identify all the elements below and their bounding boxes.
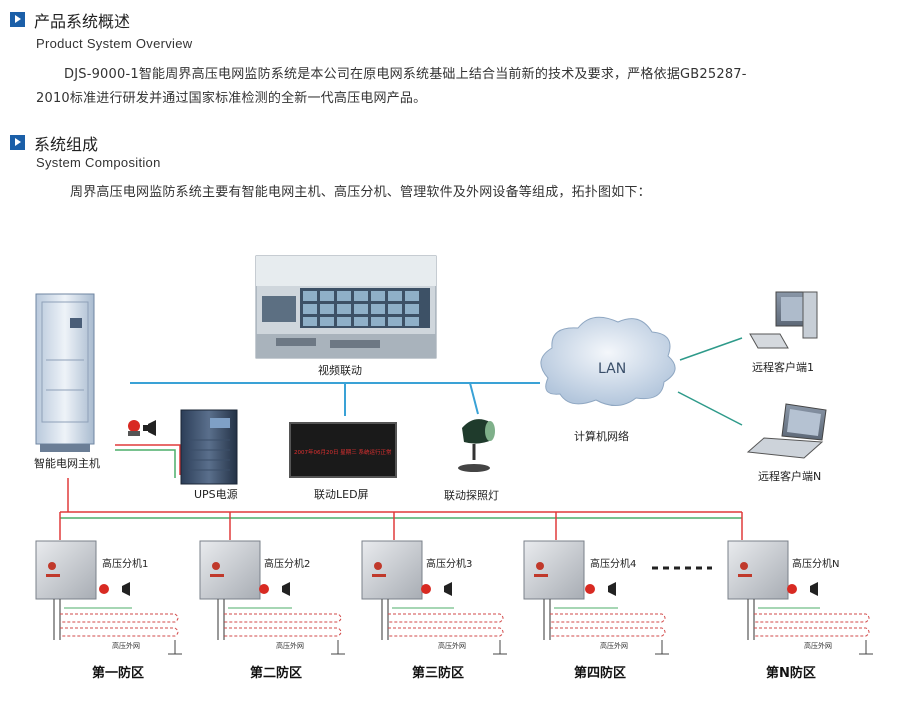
- branch-unit: [727, 540, 873, 655]
- laptop-client-icon: [746, 403, 827, 459]
- branch-unit-label: 高压分机2: [264, 557, 310, 570]
- fence-label: 高压外网: [112, 641, 140, 650]
- client1-label: 远程客户端1: [752, 360, 814, 374]
- ups-label: UPS电源: [194, 487, 238, 501]
- branch-unit-label: 高压分机4: [590, 557, 636, 570]
- overview-title: 产品系统概述: [34, 12, 131, 31]
- desktop-client-icon: [749, 291, 818, 349]
- led-screen: [289, 422, 397, 478]
- branch-unit: [35, 540, 182, 655]
- fence-label: 高压外网: [600, 641, 628, 650]
- host-cabinet: [35, 293, 95, 452]
- network-label: 计算机网络: [574, 429, 629, 443]
- section-arrow-icon: [10, 12, 25, 27]
- network-bus: [130, 382, 540, 416]
- led-screen-text: 2007年06月20日 星期三 系统运行正常: [294, 448, 392, 456]
- overview-paragraph-line1: DJS-9000-1智能周界高压电网监防系统是本公司在原电网系统基础上结合当前新…: [64, 67, 747, 82]
- video-label: 视频联动: [318, 363, 362, 377]
- video-wall-photo: [255, 255, 437, 359]
- composition-subtitle: System Composition: [36, 155, 161, 170]
- fence-label: 高压外网: [804, 641, 832, 650]
- clientN-label: 远程客户端N: [758, 469, 821, 483]
- host-label: 智能电网主机: [34, 456, 100, 470]
- speaker-icon: [143, 420, 156, 436]
- zone-label: 第四防区: [574, 665, 626, 681]
- branch-unit: [361, 540, 507, 655]
- composition-title: 系统组成: [34, 135, 99, 154]
- lan-label: LAN: [598, 361, 626, 377]
- overview-subtitle: Product System Overview: [36, 36, 193, 51]
- zone-label: 第二防区: [250, 665, 302, 681]
- fence-label: 高压外网: [438, 641, 466, 650]
- alarm-light-icon: [128, 420, 140, 436]
- client-links: [677, 337, 743, 426]
- searchlight-label: 联动探照灯: [444, 489, 499, 502]
- lan-cloud: [540, 316, 676, 406]
- distribution-lines: [59, 478, 743, 540]
- branch-unit-label: 高压分机1: [102, 557, 148, 570]
- composition-paragraph: 周界高压电网监防系统主要有智能电网主机、高压分机、管理软件及外网设备等组成，拓扑…: [70, 185, 651, 200]
- host-ups-wires: [115, 444, 181, 478]
- branch-units: [35, 540, 873, 655]
- zone-label: 第三防区: [412, 665, 464, 681]
- overview-paragraph-line2: 2010标准进行研发并通过国家标准检测的全新一代高压电网产品。: [36, 91, 427, 106]
- led-label: 联动LED屏: [314, 488, 369, 501]
- branch-unit-label: 高压分机N: [792, 557, 839, 570]
- zone-label: 第N防区: [766, 665, 816, 681]
- searchlight-icon: [458, 419, 495, 472]
- fence-label: 高压外网: [276, 641, 304, 650]
- section-arrow-icon: [10, 135, 25, 150]
- zone-label: 第一防区: [92, 665, 144, 681]
- branch-unit: [523, 540, 669, 655]
- branch-unit: [199, 540, 345, 655]
- branch-unit-label: 高压分机3: [426, 557, 472, 570]
- ups-unit: [180, 409, 238, 485]
